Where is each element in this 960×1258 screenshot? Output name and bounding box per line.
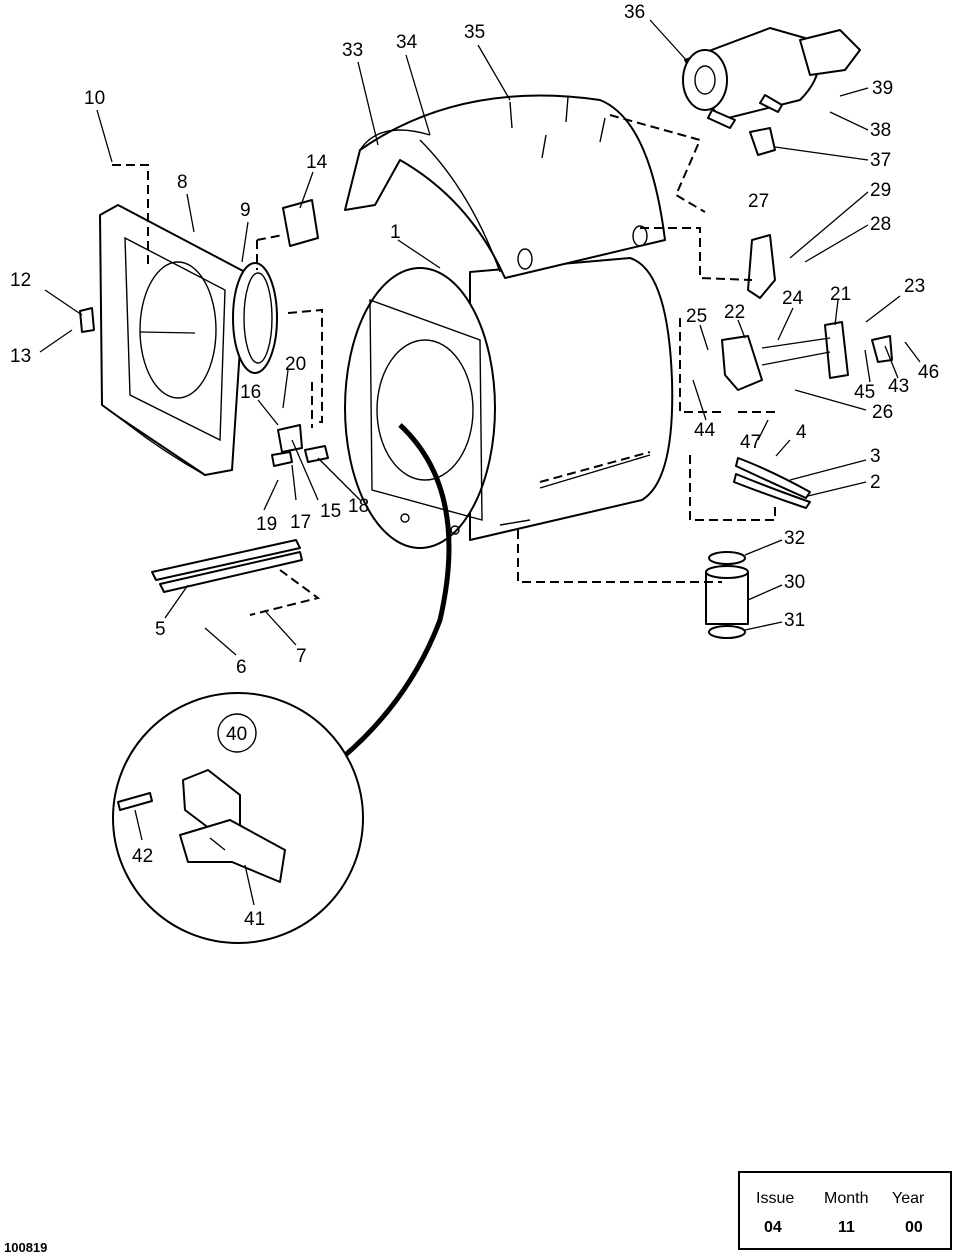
- callout-9: 9: [240, 200, 251, 221]
- callout-46: 46: [918, 362, 939, 383]
- callout-27: 27: [748, 191, 769, 212]
- callout-15: 15: [320, 501, 341, 522]
- callout-24: 24: [782, 288, 804, 309]
- callout-28: 28: [870, 214, 891, 235]
- top-cover: [344, 94, 666, 279]
- dashed-connectors: [112, 114, 780, 616]
- month-value: 11: [838, 1219, 855, 1236]
- year-value: 00: [905, 1219, 923, 1236]
- year-label: Year: [892, 1190, 925, 1207]
- callout-18: 18: [348, 496, 369, 517]
- callout-37: 37: [870, 150, 891, 171]
- bracket-15: [277, 424, 303, 453]
- callout-6: 6: [236, 657, 247, 678]
- rod-24: [761, 337, 831, 349]
- callout-42: 42: [132, 846, 153, 867]
- detail-leader-cable: [340, 423, 452, 760]
- callout-17: 17: [290, 512, 311, 533]
- callout-45: 45: [854, 382, 875, 403]
- callout-12: 12: [10, 270, 31, 291]
- callout-16: 16: [240, 382, 261, 403]
- door-ring: [232, 262, 278, 374]
- callout-33: 33: [342, 40, 363, 61]
- callout-35: 35: [464, 22, 485, 43]
- callout-41: 41: [244, 909, 265, 930]
- callout-2: 2: [870, 472, 881, 493]
- callout-5: 5: [155, 619, 166, 640]
- issue-info-box: Issue Month Year 04 11 00: [738, 1171, 952, 1250]
- drum-housing: [344, 257, 674, 549]
- callout-19: 19: [256, 514, 277, 535]
- callout-21: 21: [830, 284, 851, 305]
- callout-22: 22: [724, 302, 745, 323]
- callout-13: 13: [10, 346, 31, 367]
- heater-element: [151, 539, 303, 593]
- drain-seal: [733, 457, 811, 509]
- part-18: [304, 445, 329, 463]
- issue-value: 04: [764, 1219, 782, 1236]
- callout-14: 14: [306, 152, 328, 173]
- rod-24b: [761, 351, 831, 366]
- callout-26: 26: [872, 402, 893, 423]
- callout-7: 7: [296, 646, 307, 667]
- callout-31: 31: [784, 610, 805, 631]
- callout-25: 25: [686, 306, 707, 327]
- callout-29: 29: [870, 180, 891, 201]
- detail-view: [112, 692, 364, 944]
- bracket-27: [747, 234, 776, 299]
- issue-label: Issue: [756, 1190, 795, 1207]
- callout-34: 34: [396, 32, 418, 53]
- bracket-21: [824, 321, 849, 379]
- bracket-12: [79, 307, 95, 333]
- callout-32: 32: [784, 528, 805, 549]
- callout-labels: 1 2 3 4 5 6 7 8 9 10 12 13 14 15 16 17 1…: [10, 2, 939, 930]
- leader-lines: [39, 19, 921, 906]
- callout-39: 39: [872, 78, 893, 99]
- part-43: [871, 335, 893, 363]
- document-number: 100819: [4, 1240, 48, 1255]
- callout-47: 47: [740, 432, 761, 453]
- callout-3: 3: [870, 446, 881, 467]
- part-17: [271, 451, 293, 467]
- callout-23: 23: [904, 276, 925, 297]
- front-panel: [99, 204, 246, 476]
- callout-44: 44: [694, 420, 716, 441]
- callout-30: 30: [784, 572, 805, 593]
- hose: [705, 551, 749, 639]
- screw-13-axis: [139, 331, 196, 334]
- callout-8: 8: [177, 172, 188, 193]
- motor-bracket-37: [749, 127, 776, 156]
- callout-40: 40: [226, 724, 247, 745]
- callout-4: 4: [796, 422, 807, 443]
- callout-10: 10: [84, 88, 105, 109]
- callout-36: 36: [624, 2, 645, 23]
- callout-1: 1: [390, 222, 401, 243]
- month-label: Month: [824, 1190, 869, 1207]
- callout-43: 43: [888, 376, 909, 397]
- motor: [682, 27, 861, 129]
- callout-20: 20: [285, 354, 306, 375]
- plate-22: [721, 335, 763, 391]
- callout-38: 38: [870, 120, 891, 141]
